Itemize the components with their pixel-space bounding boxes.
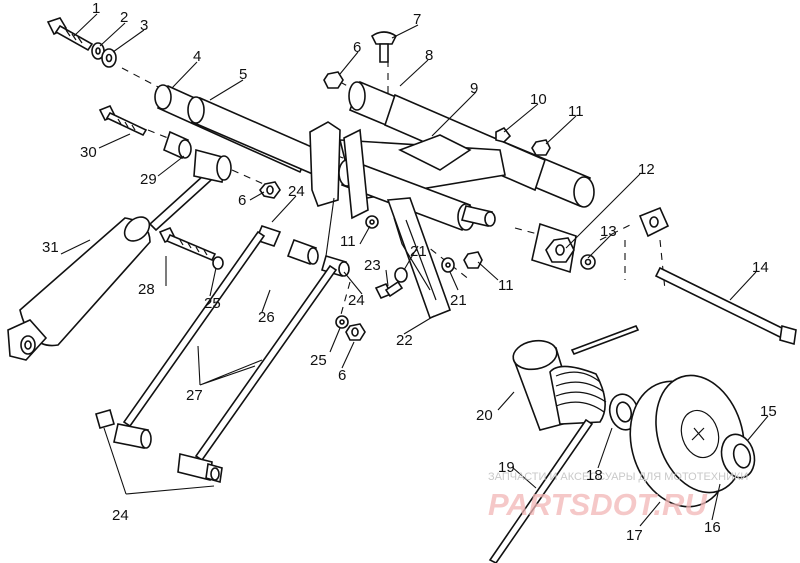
callout-23: 23 bbox=[364, 257, 381, 274]
washer-25-left bbox=[212, 256, 224, 270]
nut-11-top bbox=[531, 139, 551, 156]
callout-18: 18 bbox=[586, 467, 603, 484]
callout-6-left: 6 bbox=[238, 192, 246, 209]
washer-21-right bbox=[441, 257, 455, 273]
callout-28: 28 bbox=[138, 281, 155, 298]
callout-24-upper: 24 bbox=[288, 183, 305, 200]
callout-10: 10 bbox=[530, 91, 547, 108]
bracket-22 bbox=[386, 197, 452, 320]
rocker-arm-9 bbox=[309, 121, 506, 232]
callout-17: 17 bbox=[626, 527, 643, 544]
spring-drum-20 bbox=[512, 324, 640, 431]
callout-31: 31 bbox=[42, 239, 59, 256]
callout-22: 22 bbox=[396, 332, 413, 349]
callout-3: 3 bbox=[140, 17, 148, 34]
callout-11-middle: 11 bbox=[340, 233, 356, 250]
callout-1: 1 bbox=[92, 0, 100, 17]
callout-21-right: 21 bbox=[450, 292, 467, 309]
bolt-23 bbox=[374, 280, 404, 300]
watermark: ЗАПЧАСТИ И АКСЕССУАРЫ ДЛЯ МОТОТЕХНИКИ PA… bbox=[488, 471, 748, 522]
washer-11-middle bbox=[365, 215, 379, 229]
callout-5: 5 bbox=[239, 66, 247, 83]
bushing-26 bbox=[254, 225, 319, 266]
callout-12: 12 bbox=[638, 161, 655, 178]
callout-9: 9 bbox=[470, 80, 478, 97]
bolt-30 bbox=[98, 104, 148, 137]
callout-26: 26 bbox=[258, 309, 275, 326]
callout-30: 30 bbox=[80, 144, 97, 161]
spring-19 bbox=[488, 418, 594, 563]
cross-shaft-8 bbox=[348, 80, 595, 208]
callout-25-left: 25 bbox=[204, 295, 221, 312]
callout-24-middle: 24 bbox=[348, 292, 365, 309]
washer-3 bbox=[101, 48, 117, 68]
washer-2 bbox=[91, 42, 105, 60]
callout-2: 2 bbox=[120, 9, 128, 26]
washer-25-right bbox=[335, 315, 349, 329]
washer-21-left bbox=[394, 267, 408, 283]
bushing-24-lower bbox=[95, 409, 223, 484]
callout-4: 4 bbox=[193, 48, 201, 65]
callout-7: 7 bbox=[413, 11, 421, 28]
nut-11-right bbox=[463, 251, 483, 269]
callout-11-top: 11 bbox=[568, 103, 584, 120]
long-bolt-14 bbox=[654, 266, 797, 346]
callout-16: 16 bbox=[704, 519, 721, 536]
bearing-15 bbox=[720, 433, 756, 479]
callout-numbers: 1 2 3 4 5 6 7 8 9 10 11 12 13 14 15 16 1… bbox=[42, 0, 777, 544]
callout-24-lower: 24 bbox=[112, 507, 129, 524]
callout-29: 29 bbox=[140, 171, 157, 188]
callout-20: 20 bbox=[476, 407, 493, 424]
watermark-brand: PARTSDOT.RU bbox=[488, 487, 708, 522]
nut-6-lower bbox=[345, 323, 366, 341]
shock-absorber-31 bbox=[7, 148, 232, 361]
callout-15: 15 bbox=[760, 403, 777, 420]
callout-13: 13 bbox=[600, 223, 617, 240]
end-plate bbox=[638, 206, 670, 238]
control-rod-27 bbox=[122, 230, 338, 462]
bolt-7 bbox=[370, 31, 398, 63]
callout-11-right: 11 bbox=[498, 277, 514, 294]
callout-25-right: 25 bbox=[310, 352, 327, 369]
bushing-29 bbox=[163, 130, 192, 160]
callout-19: 19 bbox=[498, 459, 515, 476]
nut-10 bbox=[495, 126, 512, 143]
bolt-28 bbox=[158, 226, 217, 262]
callout-6-top: 6 bbox=[353, 39, 361, 56]
nut-6-top bbox=[323, 71, 344, 89]
watermark-caption: ЗАПЧАСТИ И АКСЕССУАРЫ ДЛЯ МОТОТЕХНИКИ bbox=[488, 471, 748, 483]
idler-wheel-17 bbox=[629, 374, 745, 508]
leader-lines bbox=[60, 13, 769, 527]
callout-14: 14 bbox=[752, 259, 769, 276]
bolt-1 bbox=[46, 17, 94, 52]
washer-18 bbox=[608, 393, 640, 431]
bracket-12 bbox=[531, 222, 577, 274]
callout-27: 27 bbox=[186, 387, 203, 404]
nut-6-left bbox=[259, 181, 281, 199]
callout-8: 8 bbox=[425, 47, 433, 64]
washer-13 bbox=[580, 254, 596, 270]
callout-21-left: 21 bbox=[410, 243, 427, 260]
callout-6-lower: 6 bbox=[338, 367, 346, 384]
cross-shaft-5 bbox=[154, 84, 331, 180]
